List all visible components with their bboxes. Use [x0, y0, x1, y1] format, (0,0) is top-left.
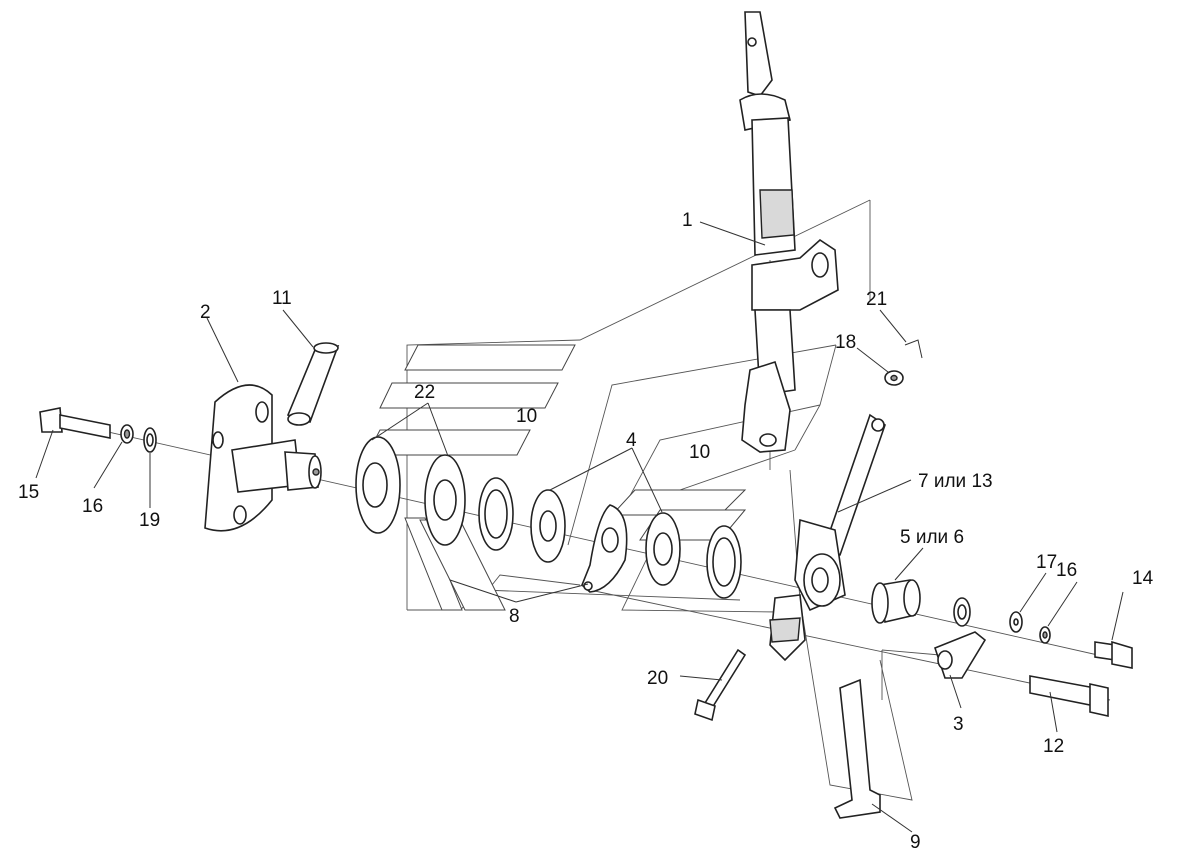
part-1-tube [739, 11, 839, 453]
label-18: 18 [835, 332, 856, 353]
label-9: 9 [910, 832, 921, 853]
part-7-lever [769, 413, 886, 662]
part-17-washer [1009, 611, 1023, 633]
part-19-washer [143, 427, 157, 453]
part-15-bolt [39, 407, 111, 439]
label-2: 2 [200, 302, 211, 323]
leader-lines [35, 221, 1124, 833]
part-2-flange [204, 384, 322, 532]
label-1: 1 [682, 210, 693, 231]
part-16-washer-right [1039, 626, 1051, 644]
label-10-right: 10 [689, 442, 710, 463]
part-3-bracket [934, 631, 987, 679]
label-17: 17 [1036, 552, 1057, 573]
part-16-washer-left [120, 424, 134, 444]
label-15: 15 [18, 482, 39, 503]
label-16-right: 16 [1056, 560, 1077, 581]
label-5-or-6: 5 или 6 [900, 527, 964, 548]
label-4: 4 [626, 430, 637, 451]
washer-stack [355, 436, 742, 599]
label-11: 11 [272, 288, 292, 309]
label-3: 3 [953, 714, 964, 735]
label-10-left: 10 [516, 406, 537, 427]
label-12: 12 [1043, 736, 1064, 757]
callout-labels: 1 2 3 4 5 или 6 7 или 13 8 9 10 10 11 12… [18, 210, 1154, 853]
label-7-or-13: 7 или 13 [918, 471, 993, 492]
part-8-plate [581, 504, 628, 593]
label-21: 21 [866, 289, 887, 310]
part-21-cotter-pin [904, 339, 923, 359]
ring-washer-right [953, 597, 971, 627]
label-8: 8 [509, 606, 520, 627]
part-5-bushing [871, 579, 921, 624]
part-9-strip [833, 678, 881, 819]
label-14: 14 [1132, 568, 1154, 589]
part-18-nut [884, 370, 904, 386]
label-20: 20 [647, 668, 668, 689]
label-19: 19 [139, 510, 160, 531]
part-12-bolt [1029, 675, 1109, 717]
part-20-bolt [694, 648, 747, 722]
part-14-bolt [1094, 640, 1133, 669]
label-22: 22 [414, 382, 435, 403]
label-16-left: 16 [82, 496, 103, 517]
part-11-pin [286, 342, 340, 426]
